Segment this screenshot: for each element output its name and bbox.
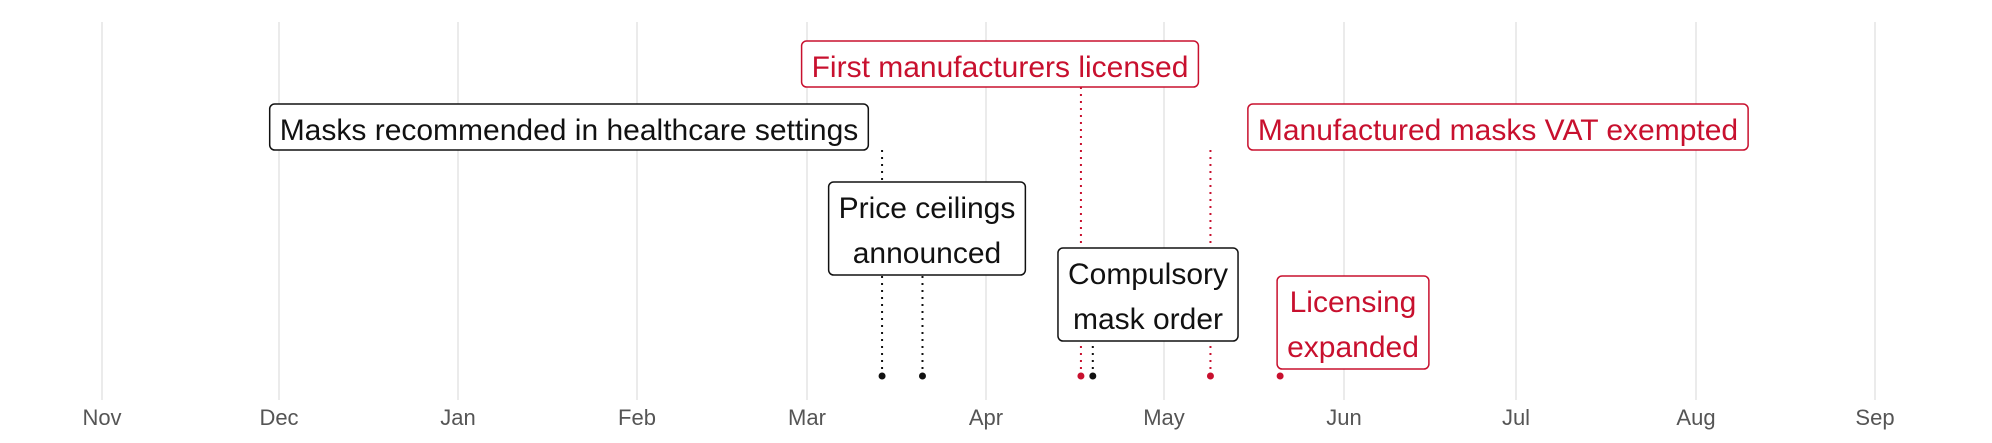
event-label-box bbox=[1276, 275, 1430, 370]
event-label-text: First manufacturers licensed bbox=[812, 51, 1189, 84]
event-label-text: Licensing bbox=[1290, 286, 1417, 319]
event-label-text: Compulsory bbox=[1068, 258, 1228, 291]
x-tick-label: Aug bbox=[1676, 405, 1715, 430]
x-tick-label: Jul bbox=[1502, 405, 1530, 430]
x-tick-label: Apr bbox=[969, 405, 1003, 430]
x-tick-label: Jan bbox=[440, 405, 475, 430]
x-axis-tick-labels: Nov Dec Jan Feb Mar Apr May Jun Jul Aug Sep bbox=[82, 405, 1894, 430]
event-label-box bbox=[800, 40, 1200, 88]
x-tick-label: May bbox=[1143, 405, 1185, 430]
event-label-box bbox=[1247, 103, 1749, 151]
x-tick-label: Jun bbox=[1326, 405, 1361, 430]
x-tick-label: Dec bbox=[259, 405, 298, 430]
event-labels: Masks recommended in healthcare settings… bbox=[268, 40, 1749, 370]
x-tick-label: Mar bbox=[788, 405, 826, 430]
event-label-text: Manufactured masks VAT exempted bbox=[1258, 114, 1738, 147]
event-label-text: Price ceilings bbox=[839, 192, 1016, 225]
event-label-text: mask order bbox=[1073, 303, 1223, 336]
event-point bbox=[1276, 372, 1284, 380]
x-tick-label: Feb bbox=[618, 405, 656, 430]
event-point bbox=[1089, 372, 1097, 380]
event-label-box bbox=[268, 103, 870, 151]
event-points bbox=[878, 372, 1284, 380]
event-label-box bbox=[1057, 247, 1239, 342]
event-label-text: expanded bbox=[1287, 331, 1419, 364]
event-point bbox=[1077, 372, 1085, 380]
event-point bbox=[1206, 372, 1214, 380]
event-label-box bbox=[827, 181, 1027, 276]
x-tick-label: Nov bbox=[82, 405, 121, 430]
event-label-text: Masks recommended in healthcare settings bbox=[280, 114, 859, 147]
event-point bbox=[918, 372, 926, 380]
x-tick-label: Sep bbox=[1855, 405, 1894, 430]
event-label-text: announced bbox=[853, 237, 1001, 270]
event-point bbox=[878, 372, 886, 380]
